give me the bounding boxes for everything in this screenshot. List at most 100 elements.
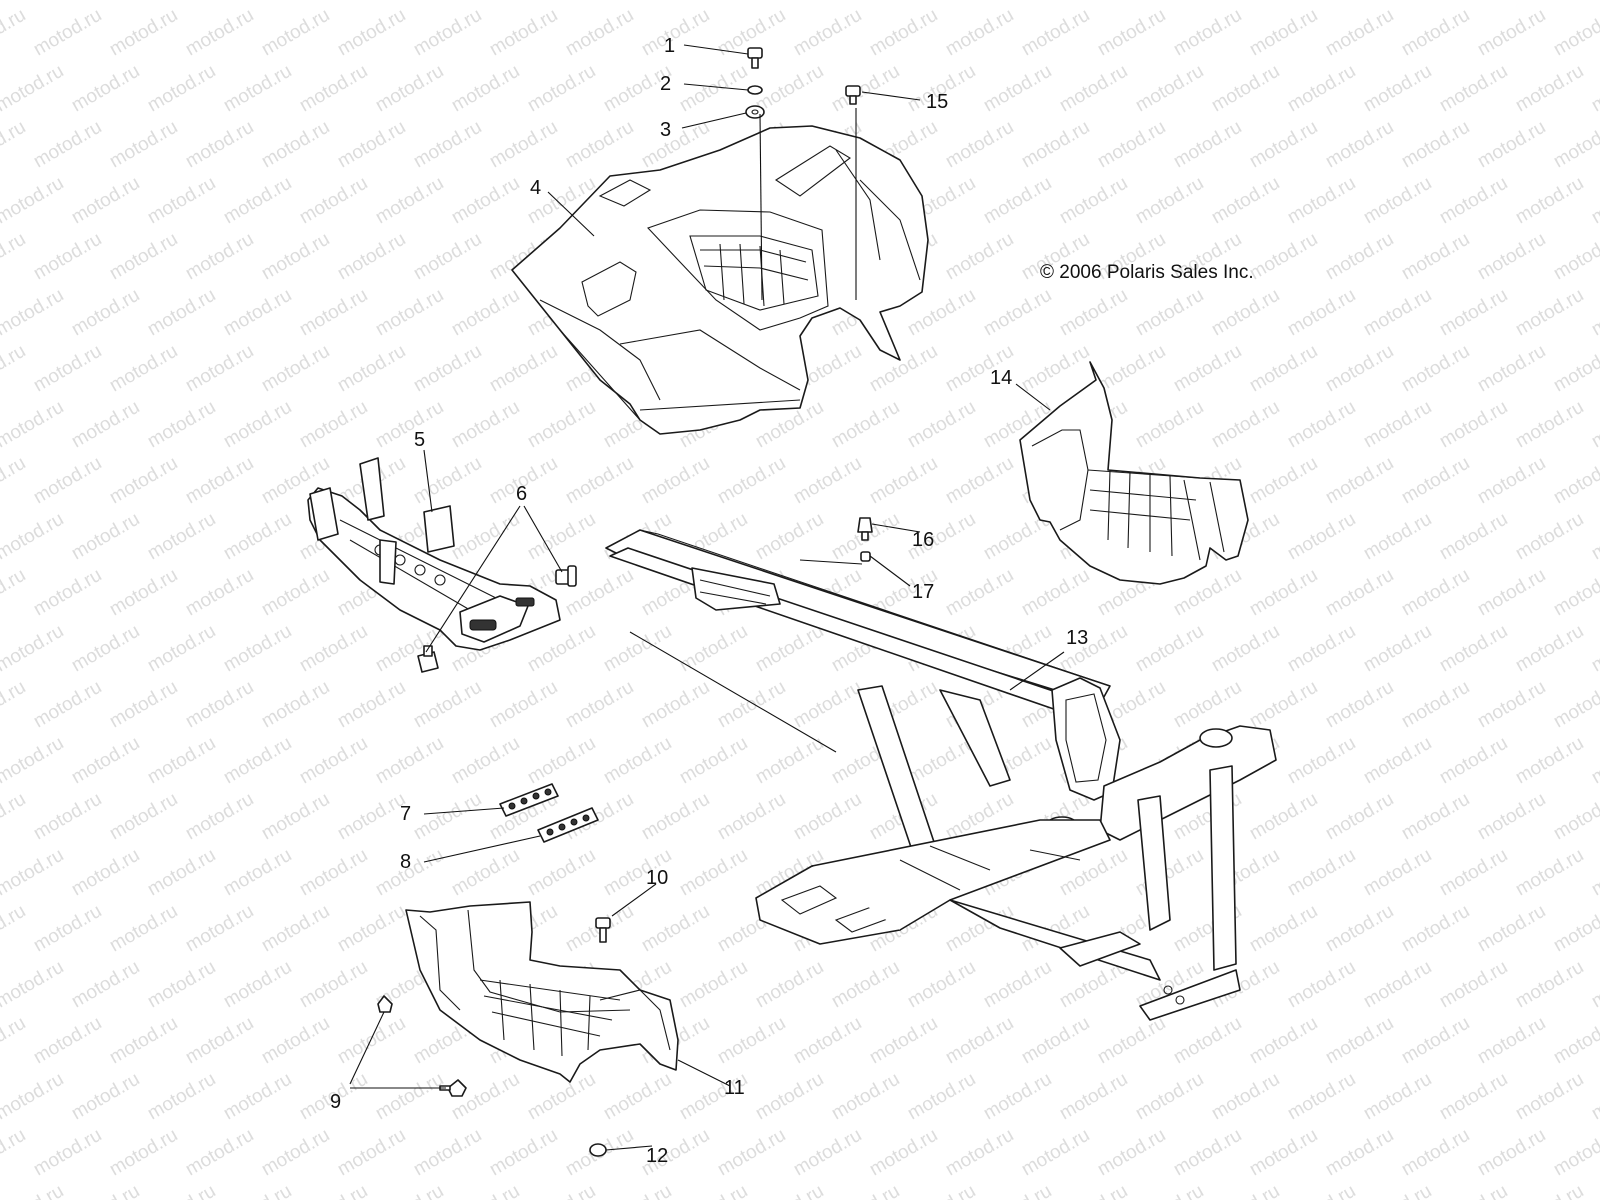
leader-lines bbox=[349, 44, 1065, 1151]
watermark-text: motod.ru bbox=[1436, 845, 1511, 901]
watermark-text: motod.ru bbox=[1436, 509, 1511, 565]
watermark-text: motod.ru bbox=[524, 1181, 599, 1200]
watermark-text: motod.ru bbox=[182, 229, 257, 285]
watermark-text: motod.ru bbox=[1246, 229, 1321, 285]
callout-8: 8 bbox=[400, 851, 411, 873]
watermark-text: motod.ru bbox=[1322, 341, 1397, 397]
watermark-text: motod.ru bbox=[182, 901, 257, 957]
watermark-text: motod.ru bbox=[1132, 61, 1207, 117]
watermark-text: motod.ru bbox=[638, 453, 713, 509]
watermark-text: motod.ru bbox=[258, 229, 333, 285]
watermark-text: motod.ru bbox=[1360, 733, 1435, 789]
watermark-text: motod.ru bbox=[980, 1069, 1055, 1125]
watermark-text: motod.ru bbox=[1170, 1125, 1245, 1181]
watermark-text: motod.ru bbox=[372, 1181, 447, 1200]
watermark-text: motod.ru bbox=[1360, 845, 1435, 901]
watermark-text: motod.ru bbox=[144, 509, 219, 565]
callout-7: 7 bbox=[400, 803, 411, 825]
watermark-text: motod.ru bbox=[1398, 453, 1473, 509]
watermark-text: motod.ru bbox=[30, 789, 105, 845]
watermark-text: motod.ru bbox=[866, 453, 941, 509]
watermark-text: motod.ru bbox=[258, 1013, 333, 1069]
watermark-text: motod.ru bbox=[334, 341, 409, 397]
watermark-text: motod.ru bbox=[1436, 621, 1511, 677]
watermark-text: motod.ru bbox=[372, 61, 447, 117]
watermark-text: motod.ru bbox=[676, 0, 751, 4]
watermark-text: motod.ru bbox=[372, 1069, 447, 1125]
watermark-text: motod.ru bbox=[1550, 5, 1600, 61]
watermark-text: motod.ru bbox=[1474, 1125, 1549, 1181]
watermark-text: motod.ru bbox=[1550, 229, 1600, 285]
watermark-text: motod.ru bbox=[0, 845, 67, 901]
watermark-text: motod.ru bbox=[1474, 789, 1549, 845]
fastener-10-part bbox=[595, 917, 611, 943]
watermark-text: motod.ru bbox=[144, 733, 219, 789]
watermark-text: motod.ru bbox=[106, 565, 181, 621]
watermark-text: motod.ru bbox=[1360, 285, 1435, 341]
watermark-text: motod.ru bbox=[182, 565, 257, 621]
watermark-text: motod.ru bbox=[1322, 453, 1397, 509]
watermark-text: motod.ru bbox=[30, 453, 105, 509]
callout-14: 14 bbox=[990, 367, 1012, 389]
watermark-text: motod.ru bbox=[676, 621, 751, 677]
watermark-text: motod.ru bbox=[0, 341, 29, 397]
watermark-text: motod.ru bbox=[106, 117, 181, 173]
watermark-text: motod.ru bbox=[1132, 621, 1207, 677]
watermark-text: motod.ru bbox=[828, 61, 903, 117]
watermark-text: motod.ru bbox=[980, 957, 1055, 1013]
callout-11: 11 bbox=[724, 1077, 745, 1099]
watermark-text: motod.ru bbox=[1094, 1125, 1169, 1181]
watermark-text: motod.ru bbox=[220, 285, 295, 341]
watermark-text: motod.ru bbox=[1398, 5, 1473, 61]
watermark-text: motod.ru bbox=[448, 733, 523, 789]
watermark-text: motod.ru bbox=[752, 1181, 827, 1200]
watermark-text: motod.ru bbox=[1246, 1125, 1321, 1181]
left-footwell-part bbox=[405, 901, 679, 1083]
watermark-text: motod.ru bbox=[1436, 1181, 1511, 1200]
washer-3-part bbox=[745, 105, 765, 119]
watermark-text: motod.ru bbox=[1512, 285, 1587, 341]
watermark-text: motod.ru bbox=[182, 1125, 257, 1181]
watermark-text: motod.ru bbox=[0, 0, 67, 4]
watermark-text: motod.ru bbox=[524, 61, 599, 117]
watermark-text: motod.ru bbox=[1132, 1181, 1207, 1200]
watermark-text: motod.ru bbox=[866, 1125, 941, 1181]
watermark-text: motod.ru bbox=[372, 285, 447, 341]
watermark-text: motod.ru bbox=[1246, 5, 1321, 61]
watermark-text: motod.ru bbox=[1588, 957, 1600, 1013]
watermark-text: motod.ru bbox=[1512, 61, 1587, 117]
watermark-text: motod.ru bbox=[1398, 1125, 1473, 1181]
watermark-text: motod.ru bbox=[714, 453, 789, 509]
watermark-text: motod.ru bbox=[448, 61, 523, 117]
watermark-text: motod.ru bbox=[106, 1125, 181, 1181]
watermark-text: motod.ru bbox=[1246, 117, 1321, 173]
watermark-text: motod.ru bbox=[1550, 565, 1600, 621]
watermark-text: motod.ru bbox=[1550, 677, 1600, 733]
watermark-text: motod.ru bbox=[1132, 173, 1207, 229]
watermark-text: motod.ru bbox=[676, 61, 751, 117]
fastener-16-part bbox=[857, 517, 873, 541]
watermark-text: motod.ru bbox=[1474, 677, 1549, 733]
watermark-text: motod.ru bbox=[1322, 677, 1397, 733]
watermark-text: motod.ru bbox=[1360, 621, 1435, 677]
watermark-text: motod.ru bbox=[182, 1013, 257, 1069]
watermark-text: motod.ru bbox=[980, 1181, 1055, 1200]
callout-1: 1 bbox=[664, 35, 675, 57]
watermark-text: motod.ru bbox=[1474, 117, 1549, 173]
callout-12: 12 bbox=[646, 1145, 668, 1167]
watermark-text: motod.ru bbox=[828, 1069, 903, 1125]
rear-fender-part bbox=[511, 125, 929, 435]
watermark-text: motod.ru bbox=[866, 341, 941, 397]
watermark-text: motod.ru bbox=[144, 845, 219, 901]
watermark-text: motod.ru bbox=[714, 789, 789, 845]
watermark-text: motod.ru bbox=[1094, 117, 1169, 173]
watermark-text: motod.ru bbox=[106, 5, 181, 61]
watermark-text: motod.ru bbox=[1436, 173, 1511, 229]
watermark-text: motod.ru bbox=[106, 229, 181, 285]
watermark-text: motod.ru bbox=[0, 509, 67, 565]
watermark-text: motod.ru bbox=[676, 733, 751, 789]
watermark-text: motod.ru bbox=[1018, 5, 1093, 61]
watermark-text: motod.ru bbox=[220, 509, 295, 565]
watermark-text: motod.ru bbox=[258, 901, 333, 957]
watermark-text: motod.ru bbox=[904, 0, 979, 4]
